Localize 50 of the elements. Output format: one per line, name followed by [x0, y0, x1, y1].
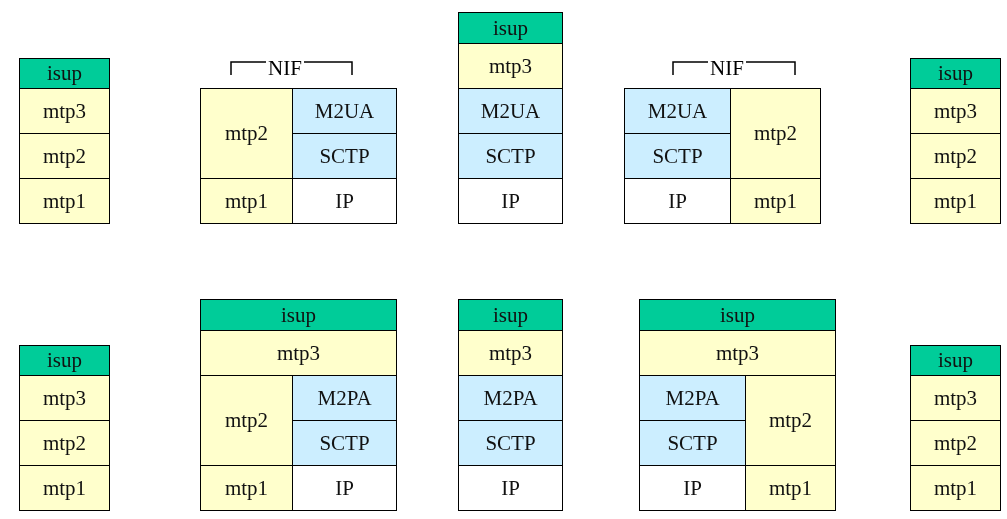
protocol-layer-box: mtp3: [458, 43, 563, 89]
protocol-layer-box: mtp2: [200, 375, 293, 466]
protocol-layer-box: mtp1: [200, 178, 293, 224]
protocol-layer-box: mtp3: [200, 330, 397, 376]
protocol-layer-box: SCTP: [458, 133, 563, 179]
protocol-layer-box: mtp3: [19, 88, 110, 134]
protocol-layer-box: M2PA: [292, 375, 397, 421]
protocol-layer-box: mtp1: [910, 465, 1001, 511]
protocol-layer-box: mtp2: [19, 133, 110, 179]
protocol-layer-box: IP: [458, 465, 563, 511]
protocol-layer-box: isup: [910, 58, 1001, 89]
protocol-layer-box: mtp1: [745, 465, 836, 511]
protocol-layer-box: IP: [624, 178, 731, 224]
protocol-layer-box: IP: [458, 178, 563, 224]
protocol-layer-box: IP: [292, 465, 397, 511]
protocol-layer-box: SCTP: [292, 420, 397, 466]
protocol-layer-box: mtp3: [639, 330, 836, 376]
protocol-layer-box: mtp1: [19, 178, 110, 224]
protocol-layer-box: SCTP: [292, 133, 397, 179]
protocol-layer-box: isup: [200, 299, 397, 331]
protocol-layer-box: mtp3: [910, 88, 1001, 134]
protocol-layer-box: mtp2: [745, 375, 836, 466]
protocol-layer-box: mtp1: [200, 465, 293, 511]
protocol-layer-box: IP: [639, 465, 746, 511]
protocol-layer-box: isup: [19, 58, 110, 89]
protocol-layer-box: isup: [458, 299, 563, 331]
protocol-layer-box: M2UA: [624, 88, 731, 134]
protocol-layer-box: SCTP: [458, 420, 563, 466]
protocol-layer-box: mtp3: [458, 330, 563, 376]
protocol-layer-box: SCTP: [624, 133, 731, 179]
protocol-layer-box: isup: [19, 345, 110, 376]
protocol-layer-box: isup: [458, 12, 563, 44]
protocol-layer-box: mtp2: [910, 133, 1001, 179]
protocol-layer-box: mtp1: [910, 178, 1001, 224]
protocol-layer-box: mtp2: [19, 420, 110, 466]
protocol-layer-box: M2UA: [292, 88, 397, 134]
protocol-layer-box: M2PA: [639, 375, 746, 421]
protocol-layer-box: mtp3: [19, 375, 110, 421]
protocol-layer-box: mtp2: [730, 88, 821, 179]
protocol-layer-box: isup: [910, 345, 1001, 376]
protocol-layer-box: M2PA: [458, 375, 563, 421]
protocol-layer-box: mtp2: [200, 88, 293, 179]
protocol-layer-box: SCTP: [639, 420, 746, 466]
protocol-layer-box: isup: [639, 299, 836, 331]
protocol-layer-box: mtp2: [910, 420, 1001, 466]
protocol-layer-box: mtp1: [19, 465, 110, 511]
protocol-layer-box: M2UA: [458, 88, 563, 134]
protocol-layer-box: IP: [292, 178, 397, 224]
protocol-layer-box: mtp1: [730, 178, 821, 224]
protocol-layer-box: mtp3: [910, 375, 1001, 421]
